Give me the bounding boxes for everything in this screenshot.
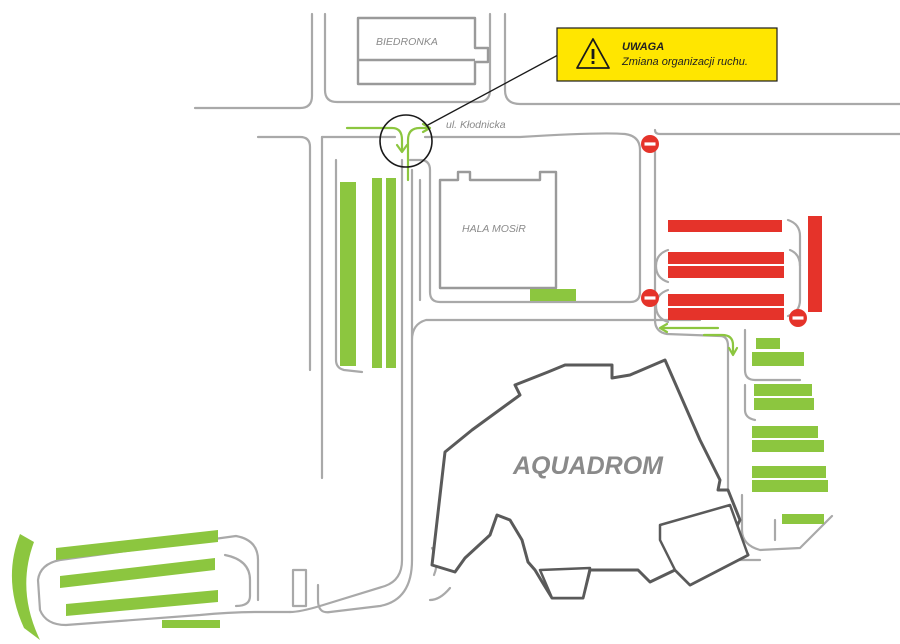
closed-parking-lot <box>668 220 782 232</box>
highlight-circle <box>379 114 433 168</box>
notice-message: Zmiana organizacji ruchu. <box>621 56 748 68</box>
building-biedronka <box>356 16 490 86</box>
street-label: ul. Kłodnicka <box>446 119 506 131</box>
open-parking-lot <box>752 480 828 492</box>
open-parking-lot <box>530 289 576 301</box>
no-entry-sign-icon <box>641 135 659 153</box>
open-parking-lot <box>752 466 826 478</box>
open-parking-areas <box>11 178 828 640</box>
traffic-direction-arrow-icon <box>345 126 404 152</box>
building-hala-mosir <box>438 170 558 290</box>
store-label: BIEDRONKA <box>376 36 438 48</box>
open-parking-lot <box>162 620 220 628</box>
no-entry-sign-icon <box>641 289 659 307</box>
open-parking-lot <box>782 514 824 524</box>
road-network <box>36 12 900 627</box>
open-parking-lot <box>756 338 780 349</box>
open-parking-lot <box>754 398 814 410</box>
closed-parking-lot <box>808 216 822 312</box>
open-parking-lot <box>56 530 218 560</box>
open-parking-lot <box>372 178 382 368</box>
open-parking-lot <box>340 182 356 366</box>
closed-parking-lot <box>668 294 784 306</box>
warning-triangle-icon <box>576 38 610 69</box>
notice-box: UWAGA Zmiana organizacji ruchu. <box>556 27 778 82</box>
traffic-direction-arrow-icon <box>702 333 735 355</box>
no-entry-signs <box>641 135 807 327</box>
buildings <box>356 16 558 290</box>
aquadrom-label: AQUADROM <box>512 452 664 480</box>
open-parking-lot <box>752 426 818 438</box>
closed-parking-lot <box>668 266 784 278</box>
traffic-direction-arrow-icon <box>406 126 430 182</box>
notice-title: UWAGA <box>622 41 664 53</box>
open-parking-lot <box>386 178 396 368</box>
hall-label: HALA MOSiR <box>462 223 526 235</box>
open-parking-lot <box>752 352 804 366</box>
building-aquadrom-annex <box>658 503 750 587</box>
closed-parking-areas <box>668 216 822 320</box>
no-entry-sign-icon <box>789 309 807 327</box>
open-parking-lot <box>752 440 824 452</box>
traffic-arrows <box>345 122 739 357</box>
open-parking-lot <box>60 558 215 588</box>
open-parking-lot <box>11 534 40 640</box>
open-parking-lot <box>66 590 218 616</box>
closed-parking-lot <box>668 252 784 264</box>
closed-parking-lot <box>668 308 784 320</box>
open-parking-lot <box>754 384 812 396</box>
callout-line <box>425 54 559 127</box>
